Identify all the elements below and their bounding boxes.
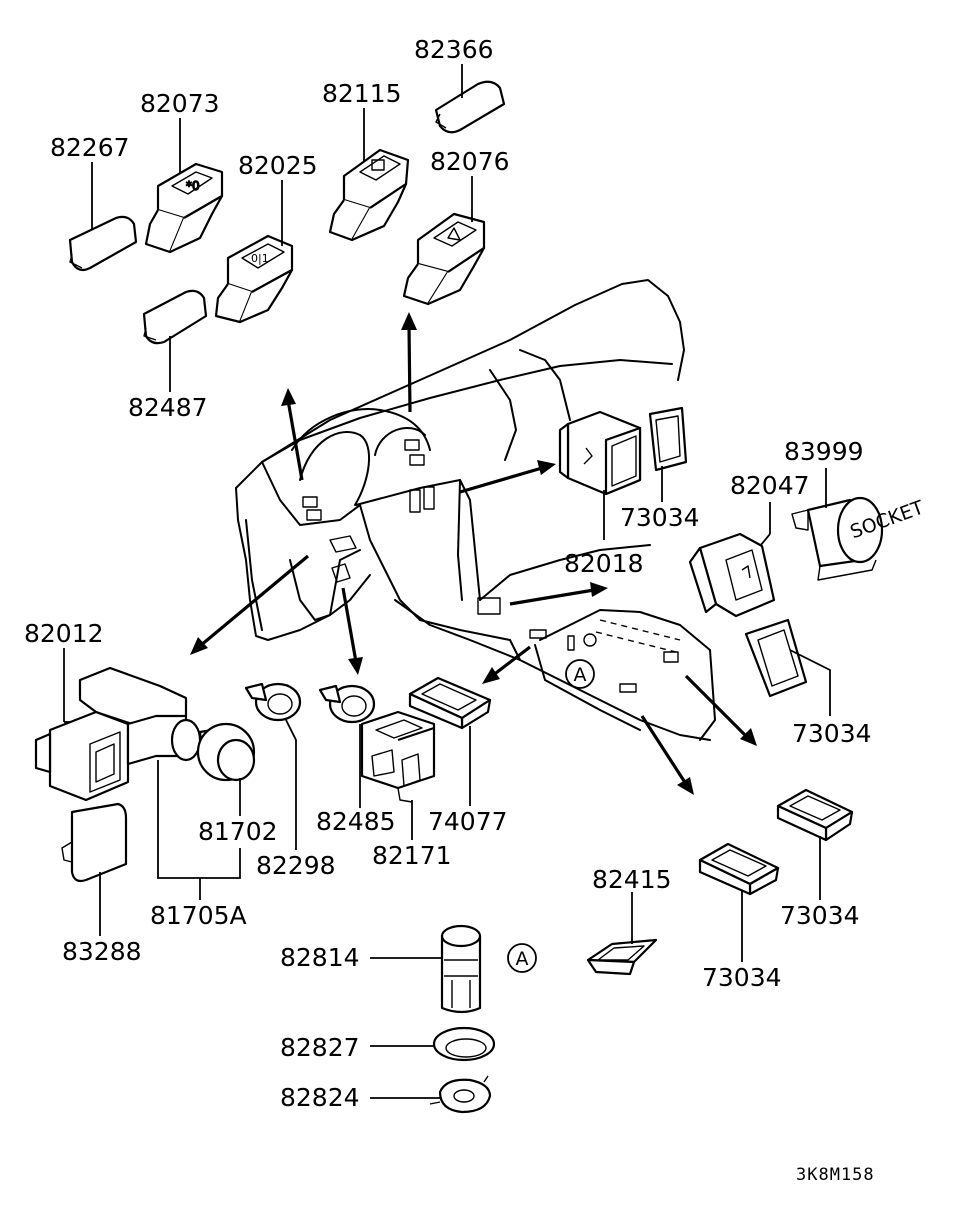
part-82267-cover [68,215,138,272]
part-label: 82415 [592,865,672,894]
direction-arrows [190,312,757,795]
part-label: 82115 [322,79,402,108]
part-label: 81702 [198,817,278,846]
part-82076-switch [402,212,486,306]
part-label: 82073 [140,89,220,118]
part-labels: 82366 82073 82115 82267 82025 82076 8248… [24,35,872,1112]
part-82298-grommet [244,682,302,722]
part-82366-cover [434,80,506,134]
svg-text:A: A [574,664,587,686]
part-label: 83288 [62,937,142,966]
part-label: 82485 [316,807,396,836]
part-label: 82814 [280,943,360,972]
part-82012-switch [34,666,188,802]
dashboard-outline [235,279,716,741]
part-82047-switch [688,532,776,618]
svg-text:0|1: 0|1 [251,252,269,265]
part-label: 81705A [150,901,247,930]
part-82827-ring [432,1026,496,1062]
part-81702-knob [170,718,256,782]
part-82171-switch [360,710,436,803]
part-74077-bezel [408,676,492,730]
part-73034-bezel-a [648,406,688,472]
svg-text:*0: *0 [186,179,200,193]
part-73034-bezel-b [744,618,808,698]
callout-a-plug: A [507,943,537,973]
svg-text:A: A [516,948,529,970]
part-82025-switch: 0|1 [214,234,294,324]
part-73034-bezel-d [776,788,854,842]
part-label: 82171 [372,841,452,870]
part-label: 82298 [256,851,336,880]
part-label: 82018 [564,549,644,578]
part-label: 82047 [730,471,810,500]
part-label: 74077 [428,807,508,836]
part-82115-switch [328,148,410,242]
leader-lines [63,64,831,1099]
part-label: 82267 [50,133,130,162]
part-label: 83999 [784,437,864,466]
callout-a-dashboard: A [565,659,595,689]
diagram-code: 3K8M158 [796,1165,875,1185]
part-label: 82366 [414,35,494,64]
part-label: 82076 [430,147,510,176]
part-82487-cover [142,289,208,345]
part-label: 73034 [620,503,700,532]
part-label: 73034 [780,901,860,930]
part-73034-bezel-c [698,842,780,896]
part-label: 82487 [128,393,208,422]
part-82824-ring [429,1075,492,1114]
part-label: 82025 [238,151,318,180]
part-82415-bezel [586,938,658,976]
part-label: 82827 [280,1033,360,1062]
part-83999-socket: SOCKET [791,496,927,581]
part-label: 73034 [702,963,782,992]
part-label: 82824 [280,1083,360,1112]
part-82485-grommet [318,684,376,724]
part-82814-plug [440,924,482,1014]
part-82018-switch [558,410,642,496]
part-82073-switch: *0 [144,162,224,254]
part-83288-cover [61,802,128,883]
part-label: 73034 [792,719,872,748]
part-label: 82012 [24,619,104,648]
